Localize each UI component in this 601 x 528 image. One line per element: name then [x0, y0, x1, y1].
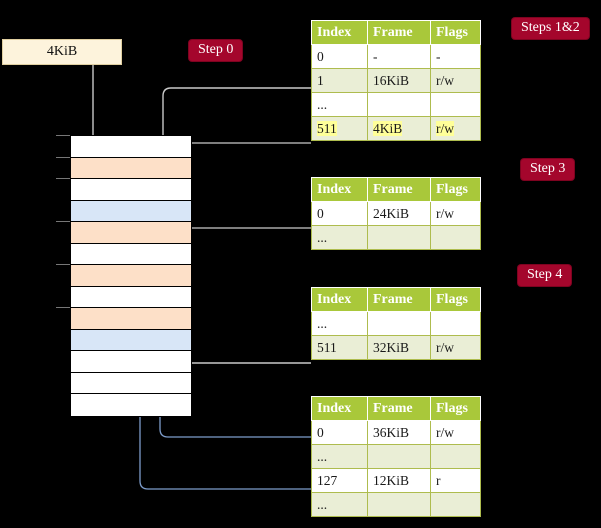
memory-row-tick — [56, 156, 70, 158]
memory-frame-row — [71, 265, 191, 287]
highlighted-value: 511 — [317, 120, 337, 136]
table-cell: 24KiB — [367, 201, 431, 226]
memory-row-tick — [56, 178, 70, 179]
table-row: ... — [311, 311, 481, 336]
memory-frame-row — [71, 136, 191, 158]
memory-frame-row — [71, 329, 191, 351]
table-cell: - — [367, 44, 431, 69]
table-cell: 0 — [311, 44, 368, 69]
column-header-frame: Frame — [367, 396, 431, 421]
table-cell: r — [430, 468, 481, 493]
column-header-index: Index — [311, 20, 368, 45]
memory-frame-row — [71, 351, 191, 373]
table-cell — [367, 444, 431, 469]
table-cell: - — [430, 44, 481, 69]
table-row: ... — [311, 444, 481, 469]
table-cell: r/w — [430, 116, 481, 141]
table-cell: 36KiB — [367, 420, 431, 445]
source-frame-label: 4KiB — [46, 44, 78, 59]
table-cell — [430, 92, 481, 117]
table-cell — [367, 492, 431, 517]
table-cell: r/w — [430, 335, 481, 360]
table-row: ... — [311, 225, 481, 250]
table-cell: r/w — [430, 420, 481, 445]
source-frame-box: 4KiB — [2, 39, 122, 65]
table-cell: ... — [311, 444, 368, 469]
table-row: ... — [311, 492, 481, 517]
column-header-frame: Frame — [367, 20, 431, 45]
table-row: ... — [311, 92, 481, 117]
table-cell: 4KiB — [367, 116, 431, 141]
table-cell: 1 — [311, 68, 368, 93]
table-cell — [430, 225, 481, 250]
table-cell: ... — [311, 492, 368, 517]
table-cell: r/w — [430, 68, 481, 93]
table-cell — [430, 444, 481, 469]
table-cell: r/w — [430, 201, 481, 226]
memory-frame-row — [71, 308, 191, 330]
memory-frame-row — [71, 394, 191, 416]
column-header-frame: Frame — [367, 177, 431, 202]
column-header-flags: Flags — [430, 20, 481, 45]
physical-memory-column — [70, 135, 192, 417]
table-row: 0-- — [311, 44, 481, 69]
column-header-flags: Flags — [430, 177, 481, 202]
column-header-flags: Flags — [430, 396, 481, 421]
table-cell: 511 — [311, 116, 368, 141]
table-row: 511 4KiB r/w — [311, 116, 481, 141]
badge-step-0: Step 0 — [189, 40, 243, 61]
table-cell — [367, 225, 431, 250]
memory-frame-row — [71, 243, 191, 265]
memory-frame-row — [71, 286, 191, 308]
badge-step-3: Step 3 — [521, 159, 575, 180]
table-cell: 127 — [311, 468, 368, 493]
table-cell: 511 — [311, 335, 368, 360]
memory-frame-row — [71, 200, 191, 222]
table-cell: 32KiB — [367, 335, 431, 360]
table-cell — [430, 492, 481, 517]
highlighted-value: r/w — [436, 120, 454, 136]
memory-frame-row — [71, 157, 191, 179]
memory-frame-row — [71, 179, 191, 201]
column-header-index: Index — [311, 177, 368, 202]
memory-row-tick — [56, 264, 70, 265]
table-cell — [367, 311, 431, 336]
memory-frame-row — [71, 222, 191, 244]
memory-row-tick — [56, 221, 70, 222]
column-header-index: Index — [311, 396, 368, 421]
table-cell: 0 — [311, 420, 368, 445]
table-cell: ... — [311, 311, 368, 336]
table-cell — [430, 311, 481, 336]
memory-frame-row — [71, 372, 191, 394]
highlighted-value: 4KiB — [373, 120, 403, 136]
table-cell — [367, 92, 431, 117]
column-header-flags: Flags — [430, 287, 481, 312]
column-header-frame: Frame — [367, 287, 431, 312]
memory-row-tick — [56, 307, 70, 308]
badge-step-4: Step 4 — [518, 265, 572, 286]
table-cell: 16KiB — [367, 68, 431, 93]
table-cell: ... — [311, 225, 368, 250]
table-cell: ... — [311, 92, 368, 117]
column-header-index: Index — [311, 287, 368, 312]
badge-steps-1-2: Steps 1&2 — [512, 18, 589, 39]
table-cell: 0 — [311, 201, 368, 226]
memory-row-tick — [56, 135, 70, 136]
table-cell: 12KiB — [367, 468, 431, 493]
